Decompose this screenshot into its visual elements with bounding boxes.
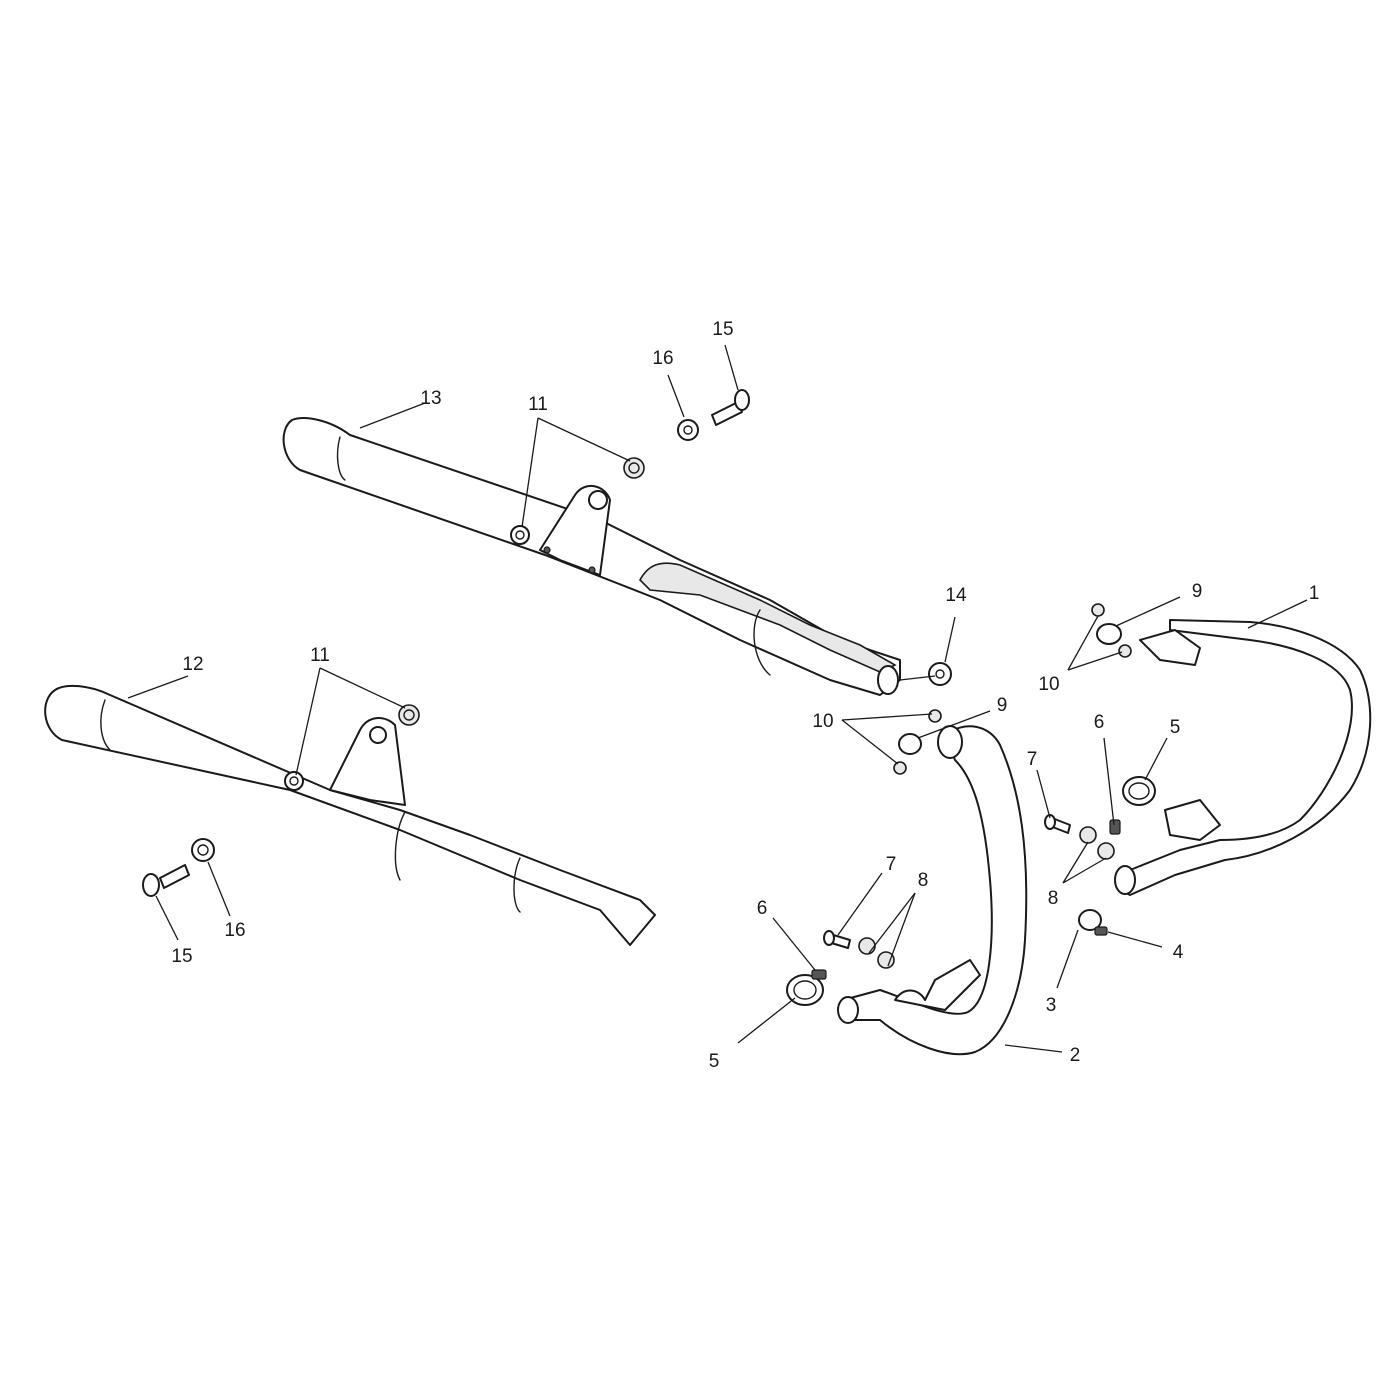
- callout-16-lower: 16: [224, 920, 245, 941]
- stud-7-right: [1044, 814, 1071, 834]
- callout-16-upper: 16: [652, 348, 673, 369]
- nut-8-right-a: [1079, 826, 1097, 844]
- washer-16-upper: [677, 419, 699, 441]
- bolt-4: [1094, 926, 1108, 936]
- nut-11-lower: [398, 704, 420, 726]
- bolt-6-left: [811, 969, 827, 980]
- nut-8-left-a: [858, 937, 876, 955]
- callout-2: 2: [1070, 1045, 1081, 1066]
- callout-7-right: 7: [1027, 749, 1038, 770]
- callout-12: 12: [182, 654, 203, 675]
- bolt-15-lower: [142, 864, 190, 897]
- callout-3: 3: [1046, 995, 1057, 1016]
- bolt-6-right: [1109, 819, 1121, 835]
- leader-lines: [127, 344, 1308, 1053]
- callout-9-upper: 9: [1192, 581, 1203, 602]
- callout-7-left: 7: [886, 854, 897, 875]
- nut-10-lower-b: [893, 761, 907, 775]
- callout-15-lower: 15: [171, 946, 192, 967]
- washer-14: [928, 662, 952, 686]
- callout-10-lower: 10: [812, 711, 833, 732]
- gasket-9-lower: [898, 733, 922, 755]
- callout-11-lower: 11: [310, 645, 330, 666]
- callout-13: 13: [420, 388, 441, 409]
- callout-15-upper: 15: [712, 319, 733, 340]
- nut-10-lower-a: [928, 709, 942, 723]
- upper-muffler: [282, 417, 901, 696]
- callout-1: 1: [1309, 583, 1320, 604]
- clamp-5-left: [786, 974, 824, 1006]
- callout-9-lower: 9: [997, 695, 1008, 716]
- callout-14: 14: [945, 585, 967, 606]
- nut-11-upper: [623, 457, 645, 479]
- clamp-5-right: [1122, 776, 1156, 806]
- callout-labels: 1 2 3 4 5 5 6 6 7 7 8 8 9 9 10 10 11 11 …: [171, 319, 1319, 1072]
- gasket-9-upper: [1096, 623, 1122, 645]
- callout-11-upper: 11: [528, 394, 548, 415]
- lower-muffler: [44, 684, 656, 946]
- nut-8-right-b: [1097, 842, 1115, 860]
- header-pipe-2: [837, 725, 1028, 1056]
- callout-6-left: 6: [757, 898, 768, 919]
- callout-5-left: 5: [709, 1051, 720, 1072]
- clamp-3: [1078, 909, 1102, 931]
- bolt-15-upper: [711, 389, 750, 426]
- stud-7-left: [823, 930, 851, 949]
- callout-5-right: 5: [1170, 717, 1181, 738]
- nut-10-upper-b: [1118, 644, 1132, 658]
- header-pipe-1: [1114, 619, 1372, 896]
- callout-4: 4: [1173, 942, 1184, 963]
- nut-8-left-b: [877, 951, 895, 969]
- washer-16-lower: [191, 838, 215, 862]
- nut-10-upper-a: [1091, 603, 1105, 617]
- callout-10-upper: 10: [1038, 674, 1059, 695]
- callout-8-left: 8: [918, 870, 929, 891]
- callout-6-right: 6: [1094, 712, 1105, 733]
- callout-8-right: 8: [1048, 888, 1059, 909]
